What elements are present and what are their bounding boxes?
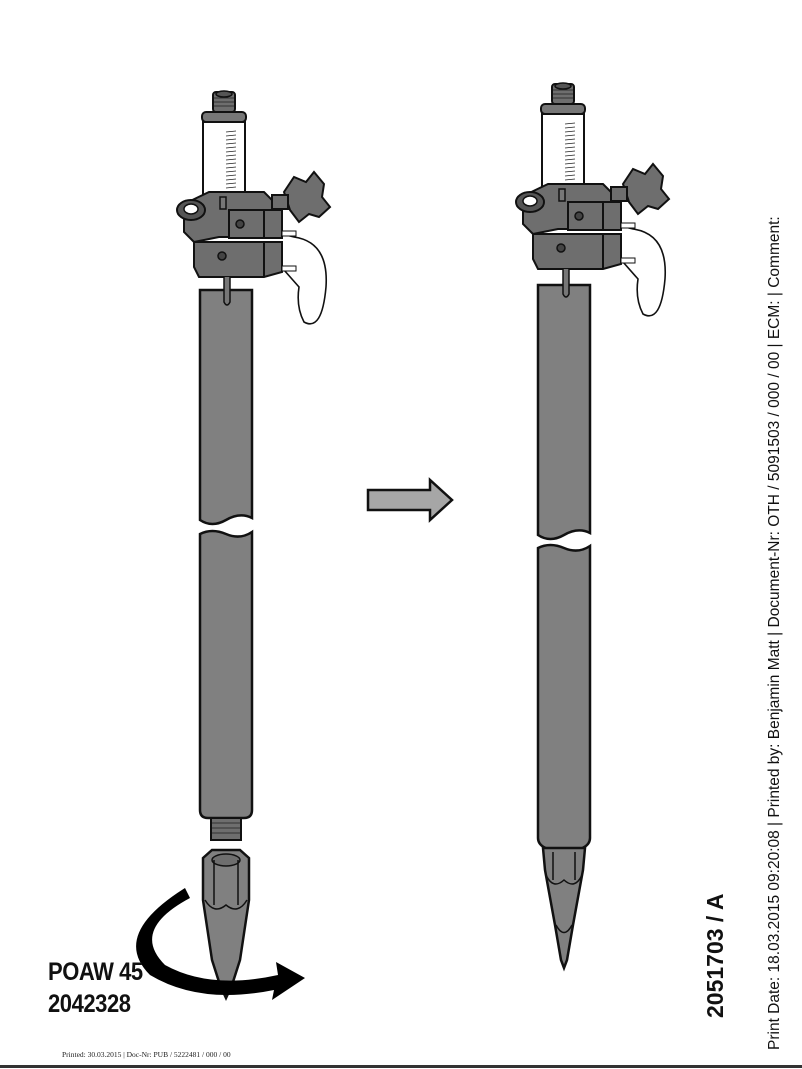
part-number: 2042328 [48, 990, 131, 1018]
drawing-id: 2051703 / A [702, 893, 728, 1018]
footer-printed: Printed: 30.03.2015 | Doc-Nr: PUB / 5222… [62, 1050, 231, 1059]
print-info: Print Date: 18.03.2015 09:20:08 | Printe… [766, 216, 783, 1050]
right-arrow-icon [366, 477, 454, 523]
bottom-rule [0, 1065, 802, 1068]
model-name: POAW 45 [48, 958, 143, 986]
left-pole-figure [136, 90, 331, 1001]
right-pole-figure [515, 82, 670, 972]
